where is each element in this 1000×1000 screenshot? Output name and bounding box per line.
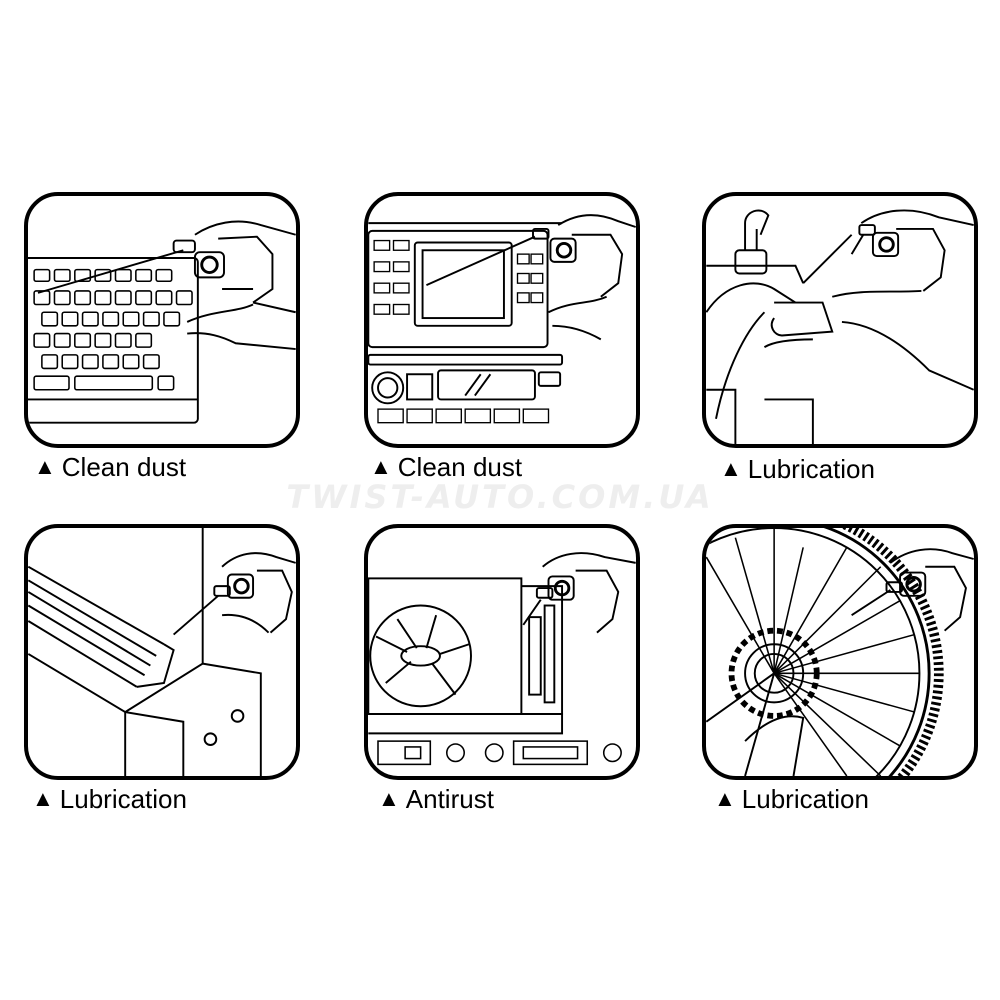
triangle-bullet-icon: ▲ <box>378 786 400 811</box>
caption-clean-dust-1: ▲ Clean dust <box>34 454 186 480</box>
panel-lubrication-wheel <box>702 524 978 780</box>
triangle-bullet-icon: ▲ <box>370 454 392 479</box>
panel-clean-dust-keyboard <box>24 192 300 448</box>
caption-text: Antirust <box>405 784 494 814</box>
triangle-bullet-icon: ▲ <box>714 786 736 811</box>
caption-antirust: ▲ Antirust <box>378 786 494 812</box>
panel-antirust-board <box>364 524 640 780</box>
sliding-rail-icon <box>28 528 296 776</box>
caption-text: Lubrication <box>747 454 875 484</box>
caption-lubrication-3: ▲ Lubrication <box>714 786 869 812</box>
caption-clean-dust-2: ▲ Clean dust <box>370 454 522 480</box>
triangle-bullet-icon: ▲ <box>34 454 56 479</box>
triangle-bullet-icon: ▲ <box>32 786 54 811</box>
computer-board-icon <box>368 552 636 766</box>
caption-text: Clean dust <box>397 452 523 482</box>
keyboard-icon <box>28 220 296 424</box>
car-console-icon <box>368 214 636 424</box>
caption-text: Lubrication <box>59 784 187 814</box>
caption-text: Clean dust <box>61 452 187 482</box>
caption-text: Lubrication <box>741 784 869 814</box>
triangle-bullet-icon: ▲ <box>720 456 742 481</box>
panel-lubrication-hinge <box>702 192 978 448</box>
caption-lubrication-1: ▲ Lubrication <box>720 456 875 482</box>
caption-lubrication-2: ▲ Lubrication <box>32 786 187 812</box>
panel-lubrication-rail <box>24 524 300 780</box>
bicycle-wheel-icon <box>706 528 974 776</box>
hinge-icon <box>706 209 974 444</box>
panel-clean-dust-console <box>364 192 640 448</box>
